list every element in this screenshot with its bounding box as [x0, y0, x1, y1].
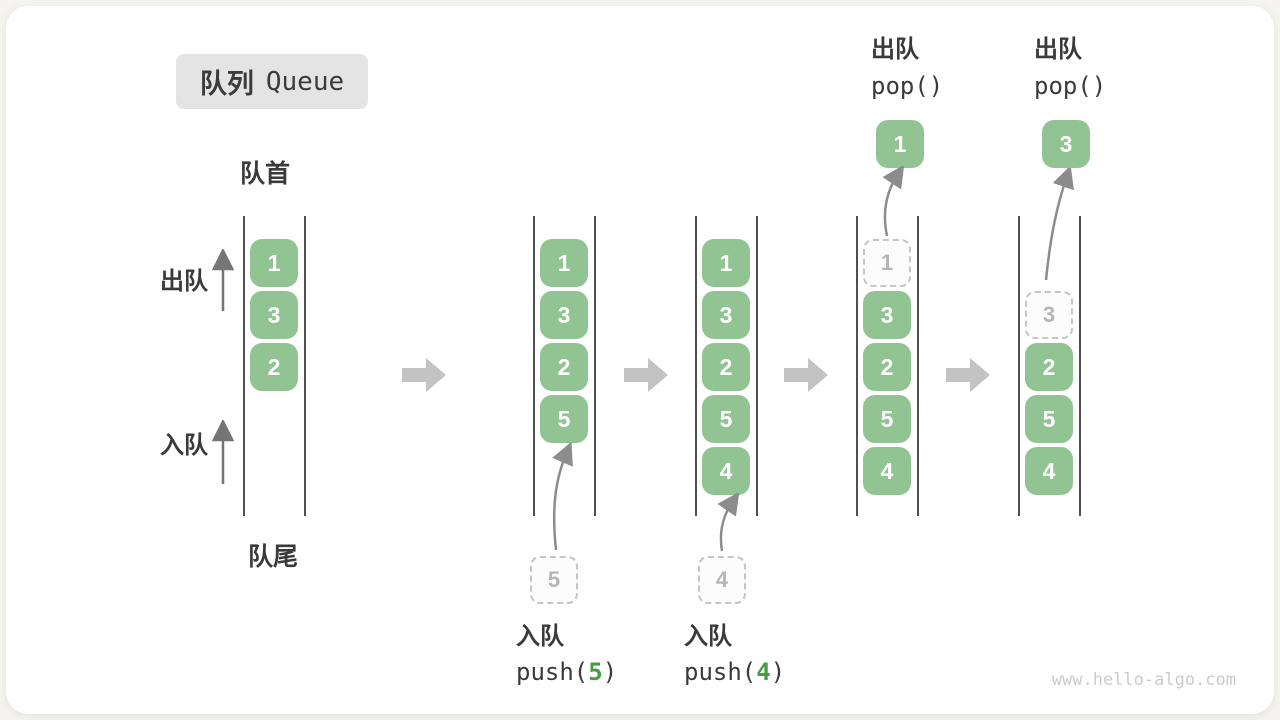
dequeued-ghost-cell: 3 [1025, 291, 1073, 339]
watermark: www.hello-algo.com [1051, 670, 1236, 690]
queue-cell: 2 [250, 343, 298, 391]
staged-ghost-cell: 4 [698, 556, 746, 604]
queue-cell: 3 [540, 291, 588, 339]
title-en: Queue [265, 66, 345, 97]
enqueue-up-arrow-icon [212, 420, 234, 484]
queue-cell: 4 [1025, 447, 1073, 495]
queue-cell: 5 [702, 395, 750, 443]
push-op-prefix: push( [516, 658, 589, 686]
diagram-card: 队列 Queue 队首 队尾 出队 入队 1 3 2 1 3 2 5 [6, 6, 1274, 714]
push-op-suffix: ) [602, 658, 618, 686]
dequeue-op-label: 出队 [1034, 36, 1082, 63]
push-op-arg: 5 [588, 658, 603, 686]
queue-cell: 1 [702, 239, 750, 287]
queue-cell: 2 [1025, 343, 1073, 391]
push-op-text: push(5) [516, 659, 617, 685]
queue-cell: 5 [1025, 395, 1073, 443]
title-zh: 队列 [199, 69, 254, 99]
enqueue-op-label: 入队 [516, 623, 564, 650]
flow-arrow-icon [946, 358, 990, 392]
dequeue-op-label: 出队 [871, 36, 919, 63]
queue-rail [1079, 216, 1081, 516]
push-arrow-icon [717, 493, 740, 552]
push-op-arg: 4 [756, 658, 771, 686]
queue-rail [533, 216, 535, 516]
queue-rail [756, 216, 758, 516]
queue-cell: 1 [540, 239, 588, 287]
flow-arrow-icon [624, 358, 668, 392]
pop-arrow-icon [882, 166, 905, 237]
queue-front-label: 队首 [240, 160, 291, 188]
queue-rail [304, 216, 306, 516]
enqueue-op-label: 入队 [684, 623, 732, 650]
queue-rail [1018, 216, 1020, 516]
queue-cell: 1 [250, 239, 298, 287]
popped-cell: 3 [1042, 120, 1090, 168]
dequeued-ghost-cell: 1 [863, 239, 911, 287]
queue-cell: 4 [702, 447, 750, 495]
queue-cell: 3 [250, 291, 298, 339]
queue-cell: 2 [702, 343, 750, 391]
push-op-text: push(4) [684, 659, 785, 685]
queue-rail [695, 216, 697, 516]
queue-cell: 3 [702, 291, 750, 339]
push-op-suffix: ) [770, 658, 786, 686]
popped-cell: 1 [876, 120, 924, 168]
title-badge: 队列 Queue [176, 54, 368, 109]
push-op-prefix: push( [684, 658, 757, 686]
flow-arrow-icon [784, 358, 828, 392]
queue-cell: 2 [540, 343, 588, 391]
queue-rail [917, 216, 919, 516]
queue-cell: 5 [540, 395, 588, 443]
queue-cell: 5 [863, 395, 911, 443]
push-arrow-icon [552, 442, 573, 551]
queue-rear-label: 队尾 [248, 543, 299, 571]
pop-op-text: pop() [1034, 72, 1107, 100]
dequeue-side-label: 出队 [160, 268, 208, 295]
pop-op-text: pop() [871, 72, 944, 100]
enqueue-side-label: 入队 [160, 432, 208, 459]
pop-arrow-icon [1044, 168, 1074, 281]
queue-rail [243, 216, 245, 516]
queue-cell: 3 [863, 291, 911, 339]
queue-rail [856, 216, 858, 516]
staged-ghost-cell: 5 [530, 556, 578, 604]
queue-cell: 2 [863, 343, 911, 391]
flow-arrow-icon [402, 358, 446, 392]
dequeue-up-arrow-icon [212, 249, 234, 311]
queue-cell: 4 [863, 447, 911, 495]
queue-rail [594, 216, 596, 516]
